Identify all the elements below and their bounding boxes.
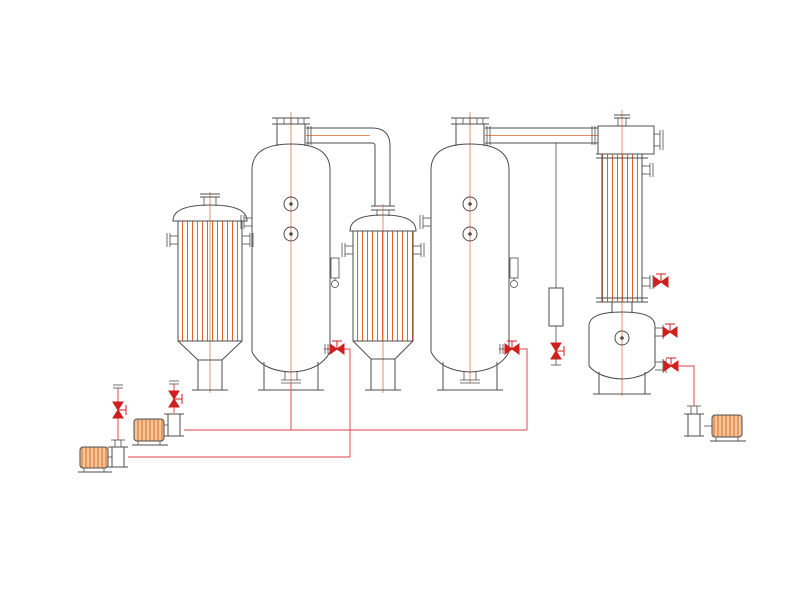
separator-2-level-gauge (509, 257, 519, 288)
separator-2-top-flange (451, 117, 489, 146)
condenser-tube-bundle (601, 153, 643, 303)
separator-1-sight-glass-2 (283, 226, 299, 242)
separator-1-dome (251, 143, 331, 171)
separator-1-bottom (251, 351, 331, 373)
pump-unit-1 (132, 390, 184, 446)
pump-2-base (78, 468, 112, 473)
receiver-sight-glass (614, 330, 630, 346)
receiver (588, 302, 679, 395)
separator-2 (419, 112, 519, 391)
receiver-outlet-valve (663, 357, 679, 372)
pump-3-casing (684, 405, 704, 437)
receiver-skirt (593, 372, 651, 395)
separator-2-outlet (460, 372, 480, 384)
heater-1-skirt (192, 360, 228, 391)
heater-2-skirt (365, 359, 401, 391)
heater-2-cone (352, 340, 414, 360)
drain-valve (550, 342, 565, 360)
process-piping (113, 340, 695, 458)
condenser (596, 110, 669, 396)
heater-1 (166, 192, 254, 393)
pump-2-inlet-valve (112, 401, 127, 419)
separator-1-drain-valve (329, 340, 345, 355)
separator-1-left-nozzle (240, 215, 252, 229)
vapor-duct-2 (485, 126, 598, 145)
receiver-dome (588, 311, 656, 327)
drain-leg (548, 143, 565, 366)
pump-1-base (132, 441, 168, 446)
separator-2-bottom (430, 351, 510, 373)
receiver-bottom (588, 365, 656, 380)
separator-2-sight-glass-1 (462, 196, 478, 212)
heater-1-tube-bundle (177, 220, 243, 342)
pump-1-motor (133, 418, 165, 442)
heater-2 (341, 204, 425, 393)
heater-1-cone (177, 340, 243, 361)
heater-1-nozzles (166, 233, 254, 247)
pipe-flange-ticks (113, 344, 504, 389)
pump-2-motor (79, 446, 109, 469)
separator-2-sight-glass-2 (462, 226, 478, 242)
condenser-header-flange (654, 130, 664, 150)
separator-2-drain-valve (504, 340, 520, 355)
vapor-duct-1 (306, 126, 395, 211)
pump-3-motor (711, 414, 743, 438)
separator-2-skirt (437, 362, 503, 391)
separator-2-left-nozzle (419, 215, 431, 229)
heater-2-tube-bundle (352, 230, 414, 342)
pump-unit-3 (684, 405, 746, 442)
condenser-side-nozzles (642, 163, 654, 289)
condenser-upper-valve (653, 273, 669, 288)
pump-1-inlet-valve (168, 390, 183, 408)
separator-1-level-gauge (330, 257, 340, 288)
separator-1 (240, 112, 340, 391)
heater-2-nozzles (341, 243, 425, 257)
pump-3-base (710, 437, 746, 442)
condenser-top-stub (614, 114, 630, 126)
separator-2-dome (430, 143, 510, 171)
pump-unit-2 (78, 401, 128, 473)
separator-1-sight-glass-1 (283, 196, 299, 212)
receiver-mid-valve (662, 323, 678, 338)
separator-1-top-flange (272, 117, 310, 146)
